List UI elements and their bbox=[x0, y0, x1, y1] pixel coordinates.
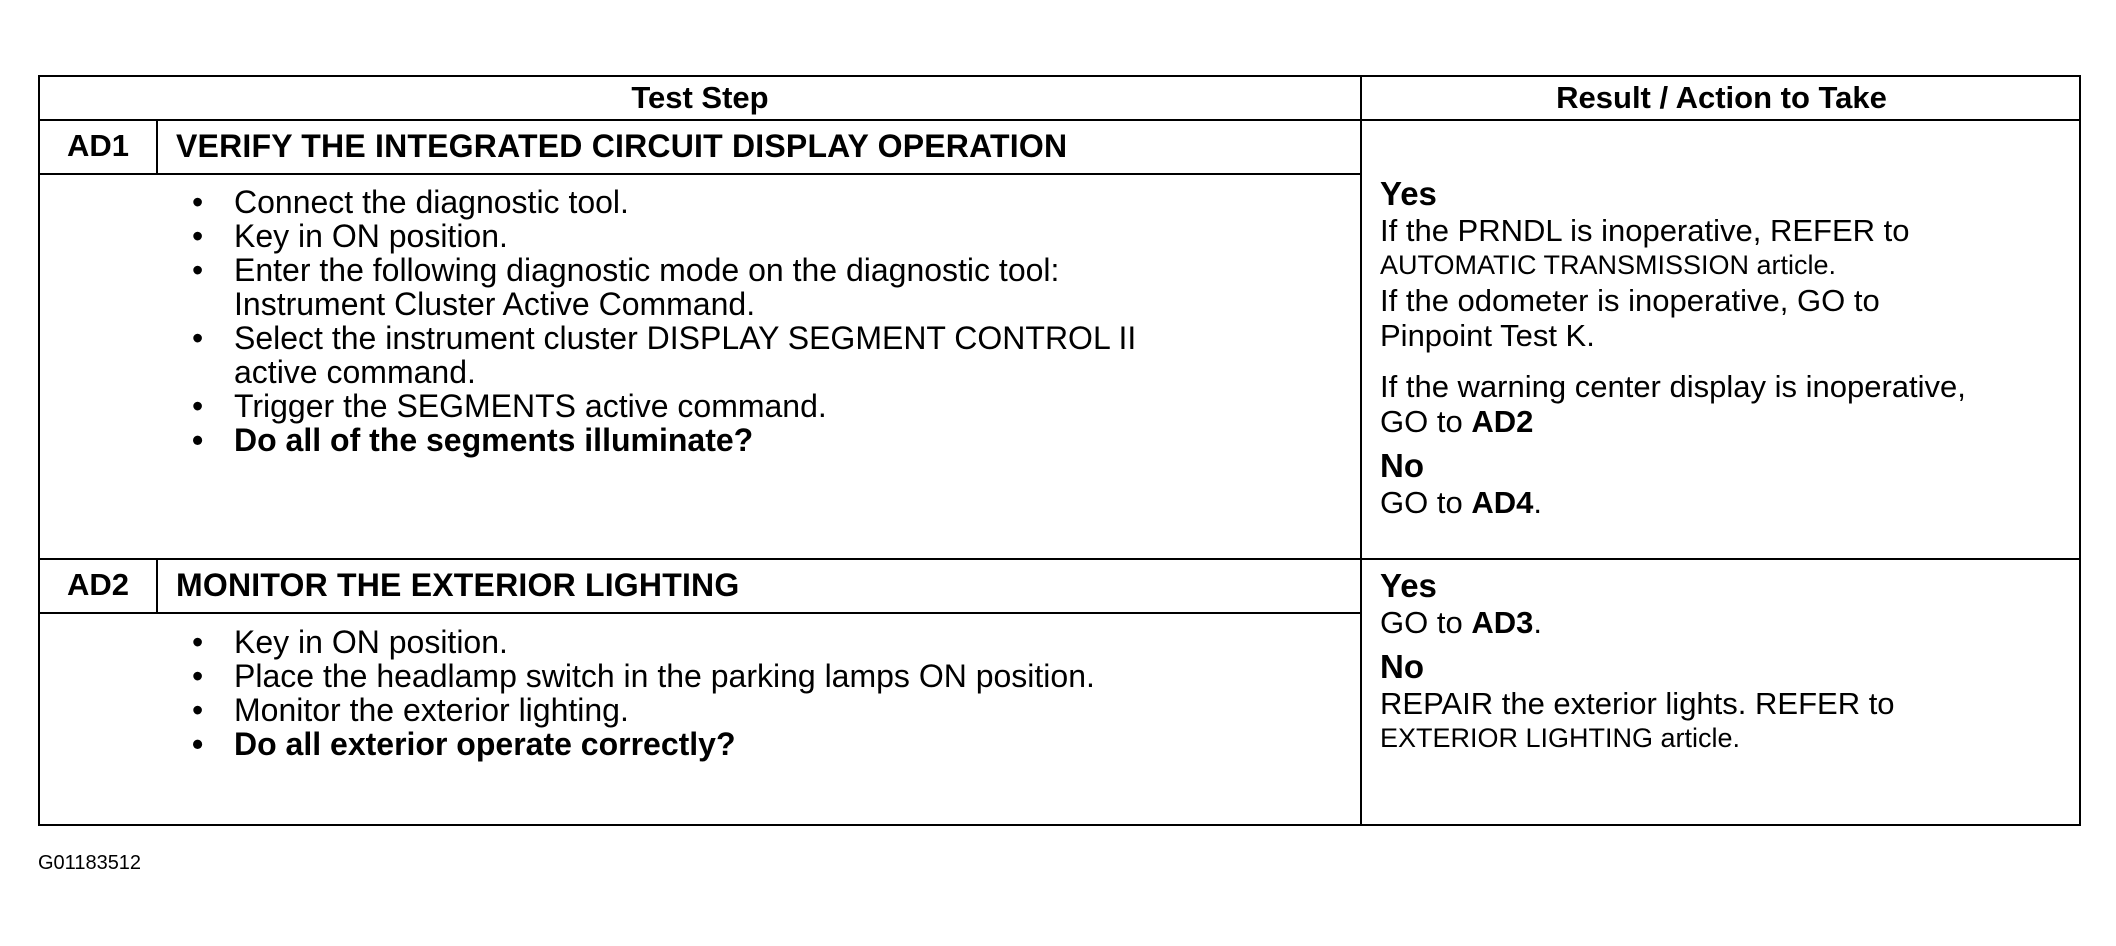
header-divider bbox=[40, 119, 2079, 121]
row-divider bbox=[40, 558, 2079, 560]
yes-label: Yes bbox=[1380, 567, 1437, 604]
step-reference: AD3 bbox=[1471, 605, 1534, 640]
result-text: GO to AD2 bbox=[1380, 404, 1966, 439]
ad2-code-divider bbox=[156, 558, 158, 614]
no-label: No bbox=[1380, 648, 1424, 685]
list-item: Select the instrument cluster DISPLAY SE… bbox=[176, 321, 1136, 355]
result-text: GO to AD3. bbox=[1380, 605, 1895, 640]
step-code-ad1: AD1 bbox=[66, 128, 129, 163]
result-text-prefix: GO to bbox=[1380, 605, 1472, 640]
step-title-ad2: MONITOR THE EXTERIOR LIGHTING bbox=[176, 566, 740, 603]
result-text: If the warning center display is inopera… bbox=[1380, 369, 1966, 404]
step-code-ad2: AD2 bbox=[66, 567, 129, 602]
result-ad2: Yes GO to AD3. No REPAIR the exterior li… bbox=[1380, 567, 1895, 756]
list-item: Monitor the exterior lighting. bbox=[176, 693, 1095, 727]
result-text: REPAIR the exterior lights. REFER to bbox=[1380, 686, 1895, 721]
list-item: Key in ON position. bbox=[176, 625, 1095, 659]
result-text: EXTERIOR LIGHTING article. bbox=[1380, 723, 1741, 753]
list-item: Key in ON position. bbox=[176, 219, 1136, 253]
result-text-suffix: . bbox=[1533, 605, 1542, 640]
header-test-step: Test Step bbox=[631, 80, 769, 115]
ad1-code-divider bbox=[156, 119, 158, 175]
step-list-ad1: Connect the diagnostic tool. Key in ON p… bbox=[176, 185, 1136, 457]
list-item: Enter the following diagnostic mode on t… bbox=[176, 253, 1136, 287]
list-item: Instrument Cluster Active Command. bbox=[234, 286, 756, 322]
result-text: Pinpoint Test K. bbox=[1380, 318, 1595, 353]
ad1-title-divider bbox=[40, 173, 1360, 175]
figure-id: G01183512 bbox=[38, 852, 142, 874]
header-result-action: Result / Action to Take bbox=[1556, 80, 1887, 115]
step-reference: AD4 bbox=[1471, 485, 1534, 520]
list-item: Trigger the SEGMENTS active command. bbox=[176, 389, 1136, 423]
column-divider bbox=[1360, 77, 1362, 824]
result-ad1: Yes If the PRNDL is inoperative, REFER t… bbox=[1380, 175, 1966, 520]
step-title-ad1: VERIFY THE INTEGRATED CIRCUIT DISPLAY OP… bbox=[176, 127, 1068, 164]
step-reference: AD2 bbox=[1471, 404, 1534, 439]
yes-label: Yes bbox=[1380, 175, 1437, 212]
result-text: If the odometer is inoperative, GO to bbox=[1380, 283, 1880, 318]
list-item: Place the headlamp switch in the parking… bbox=[176, 659, 1095, 693]
result-text: GO to AD4. bbox=[1380, 485, 1966, 520]
list-item: active command. bbox=[234, 354, 476, 390]
result-text-prefix: GO to bbox=[1380, 404, 1472, 439]
no-label: No bbox=[1380, 447, 1424, 484]
step-list-ad2: Key in ON position. Place the headlamp s… bbox=[176, 625, 1095, 761]
result-text-prefix: GO to bbox=[1380, 485, 1472, 520]
result-text: AUTOMATIC TRANSMISSION article. bbox=[1380, 250, 1837, 280]
step-question: Do all exterior operate correctly? bbox=[176, 727, 1095, 761]
list-item: Connect the diagnostic tool. bbox=[176, 185, 1136, 219]
result-text-suffix: . bbox=[1533, 485, 1542, 520]
ad2-title-divider bbox=[40, 612, 1360, 614]
step-question: Do all of the segments illuminate? bbox=[176, 423, 1136, 457]
diagnostic-table: Test Step Result / Action to Take AD1 VE… bbox=[38, 75, 2081, 826]
result-text: If the PRNDL is inoperative, REFER to bbox=[1380, 213, 1910, 248]
